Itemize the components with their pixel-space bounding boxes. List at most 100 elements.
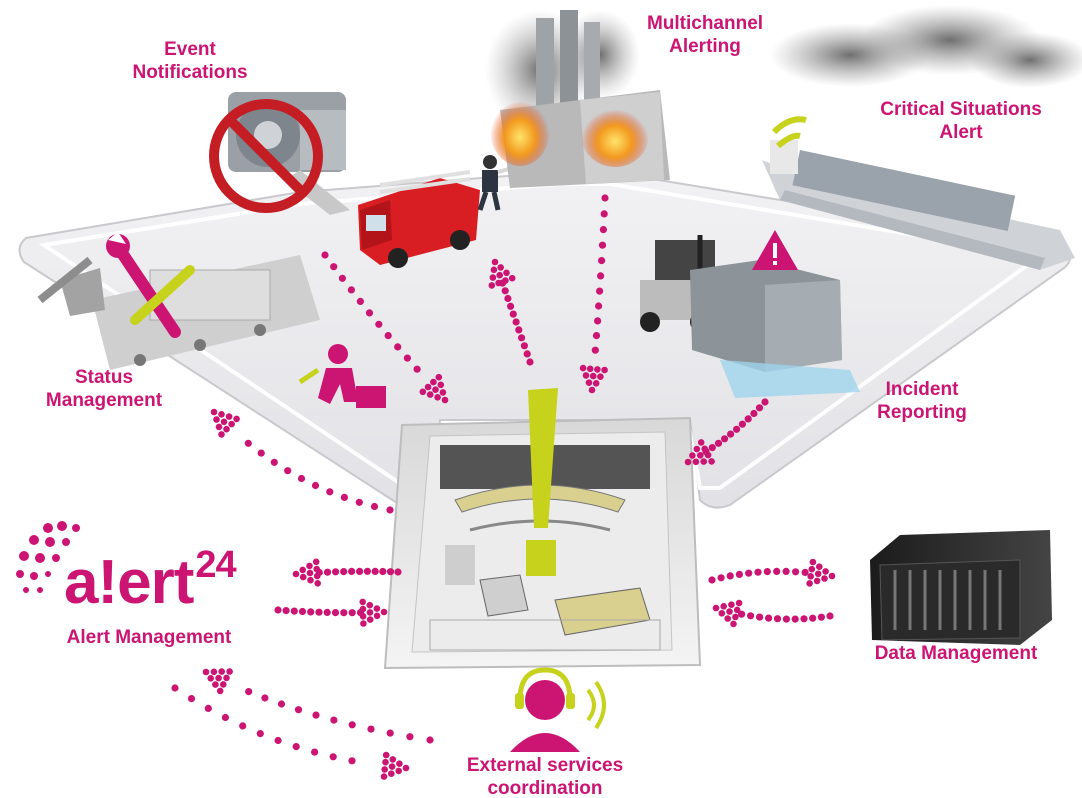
arrow-head-dot bbox=[732, 613, 739, 621]
arrow-head-dot bbox=[218, 668, 225, 675]
arrow-head-dot bbox=[218, 411, 225, 418]
arrow-dot bbox=[297, 474, 306, 483]
arrow-dot bbox=[745, 569, 753, 577]
arrow-head-dot bbox=[735, 599, 743, 607]
arrow-dot bbox=[763, 568, 771, 576]
arrow-head-dot bbox=[588, 386, 596, 394]
arrow-head-dot bbox=[807, 573, 814, 580]
arrow-dot bbox=[598, 257, 606, 265]
arrow-dot bbox=[591, 346, 599, 354]
arrow-incident-to-center bbox=[684, 398, 769, 466]
arrow-dot bbox=[290, 607, 298, 615]
arrow-head-dot bbox=[388, 763, 396, 770]
arrow-head-dot bbox=[292, 570, 300, 578]
arrow-dot bbox=[356, 297, 364, 305]
arrow-dot bbox=[717, 574, 725, 582]
arrow-head-dot bbox=[312, 558, 320, 566]
arrow-head-dot bbox=[373, 605, 381, 612]
arrow-dot bbox=[507, 302, 515, 310]
arrow-head-dot bbox=[701, 445, 708, 453]
cargo-ship bbox=[762, 5, 1082, 270]
arrow-head-dot bbox=[503, 269, 510, 277]
arrow-head-dot bbox=[730, 620, 737, 628]
arrow-dot bbox=[340, 609, 348, 617]
arrow-head-dot bbox=[728, 601, 735, 608]
arrow-head-dot bbox=[689, 452, 696, 459]
arrow-dot bbox=[330, 716, 338, 724]
arrow-dot bbox=[261, 694, 269, 702]
arrow-dot bbox=[595, 302, 603, 310]
arrow-head-dot bbox=[388, 770, 395, 777]
arrow-dot bbox=[755, 404, 764, 412]
arrow-head-dot bbox=[419, 388, 427, 396]
arrow-dot bbox=[601, 194, 609, 202]
arrow-head-dot bbox=[210, 408, 218, 416]
arrow-dot bbox=[367, 725, 375, 733]
arrow-alert-to-external bbox=[171, 684, 410, 780]
arrow-head-dot bbox=[597, 373, 604, 381]
arrow-head-dot bbox=[592, 380, 600, 387]
arrow-head-dot bbox=[586, 365, 594, 373]
arrow-dot bbox=[312, 711, 320, 719]
arrow-head-dot bbox=[299, 566, 307, 574]
arrow-dot bbox=[761, 398, 769, 406]
arrow-dot bbox=[338, 274, 346, 282]
label-line: Alert Management bbox=[66, 627, 232, 648]
arrow-dot bbox=[523, 350, 531, 358]
logo-dots bbox=[16, 521, 80, 593]
arrow-head-dot bbox=[382, 758, 389, 766]
arrow-dot bbox=[187, 695, 196, 703]
arrow-head-dot bbox=[697, 439, 705, 446]
arrow-dot bbox=[323, 568, 332, 576]
arrow-dot bbox=[594, 317, 602, 325]
arrow-dot bbox=[773, 615, 782, 623]
arrow-dot bbox=[792, 568, 800, 576]
arrow-dot bbox=[239, 722, 247, 730]
arrow-head-dot bbox=[306, 562, 313, 570]
arrow-head-dot bbox=[693, 445, 701, 453]
arrow-head-dot bbox=[207, 675, 214, 682]
arrow-dot bbox=[348, 567, 356, 576]
label-line: Data Management bbox=[874, 643, 1038, 664]
arrow-dot bbox=[501, 287, 509, 295]
label-data-management: Data Management bbox=[846, 642, 1066, 665]
label-line: Alert bbox=[939, 122, 983, 143]
arrow-dot bbox=[365, 309, 374, 317]
label-critical-situations-alert: Critical Situations Alert bbox=[856, 98, 1066, 144]
arrow-dot bbox=[726, 572, 734, 580]
arrow-dot bbox=[386, 568, 395, 576]
wireless-signal-icon bbox=[771, 116, 807, 149]
arrow-head-dot bbox=[809, 558, 817, 566]
arrow-dot bbox=[292, 743, 300, 751]
arrow-dot bbox=[274, 606, 282, 614]
arrow-dot bbox=[245, 688, 253, 696]
server-rack bbox=[870, 530, 1052, 645]
arrow-head-dot bbox=[439, 389, 447, 396]
arrow-dot bbox=[171, 684, 179, 692]
label-line: Event bbox=[164, 39, 216, 60]
arrow-head-dot bbox=[307, 576, 314, 584]
arrow-head-dot bbox=[218, 431, 225, 438]
arrow-head-dot bbox=[589, 372, 597, 380]
arrow-head-dot bbox=[708, 458, 715, 465]
arrow-event-to-center bbox=[321, 251, 449, 404]
arrow-head-dot bbox=[426, 391, 434, 398]
arrow-head-dot bbox=[434, 394, 441, 401]
no-entry-icon bbox=[209, 99, 323, 213]
arrow-head-dot bbox=[594, 366, 601, 373]
arrow-dot bbox=[284, 467, 292, 475]
arrow-dot bbox=[347, 286, 355, 294]
arrow-head-dot bbox=[822, 568, 829, 575]
label-external-services: External services coordination bbox=[430, 754, 660, 798]
fire-truck bbox=[358, 170, 480, 268]
arrow-head-dot bbox=[489, 274, 497, 281]
exclamation-icon bbox=[526, 388, 558, 576]
arrow-dot bbox=[329, 753, 337, 761]
label-line: Management bbox=[45, 390, 163, 411]
arrow-dot bbox=[326, 488, 334, 496]
arrow-dot bbox=[394, 343, 402, 351]
arrow-dot bbox=[298, 607, 307, 616]
arrow-dot bbox=[371, 567, 379, 576]
assembly-line bbox=[37, 255, 320, 370]
arrow-dot bbox=[773, 567, 781, 576]
